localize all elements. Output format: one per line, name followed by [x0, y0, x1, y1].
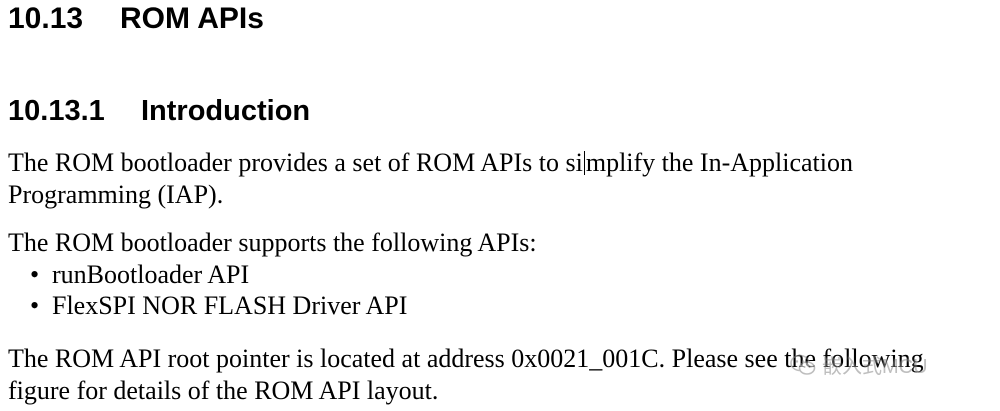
subsection-number: 10.13.1	[8, 95, 105, 127]
section-title: ROM APIs	[120, 2, 264, 35]
bullet-icon: •	[30, 291, 40, 320]
bullet-icon: •	[30, 260, 40, 289]
list-item: • runBootloader API	[30, 259, 407, 290]
api-list: • runBootloader API • FlexSPI NOR FLASH Dr…	[30, 259, 407, 321]
list-item-text: FlexSPI NOR FLASH Driver API	[52, 291, 408, 320]
section-number: 10.13	[8, 2, 84, 35]
subsection-heading: 10.13.1 Introduction	[8, 94, 310, 128]
root-pointer-paragraph: The ROM API root pointer is located at a…	[8, 343, 924, 407]
root-pointer-line2: figure for details of the ROM API layout…	[8, 376, 439, 405]
text-cursor	[583, 151, 585, 175]
intro-paragraph: The ROM bootloader provides a set of ROM…	[8, 147, 853, 211]
intro-line1-part2: mplify the In-Application	[585, 148, 854, 177]
root-pointer-line1: The ROM API root pointer is located at a…	[8, 344, 924, 373]
list-item: • FlexSPI NOR FLASH Driver API	[30, 290, 407, 321]
section-heading: 10.13 ROM APIs	[8, 2, 264, 36]
intro-line1-part1: The ROM bootloader provides a set of ROM…	[8, 148, 583, 177]
watermark: 嵌入式MCU	[790, 350, 928, 379]
watermark-text: 嵌入式MCU	[822, 356, 928, 378]
wechat-icon	[790, 354, 816, 375]
supported-apis-paragraph: The ROM bootloader supports the followin…	[8, 228, 537, 257]
list-item-text: runBootloader API	[52, 260, 250, 289]
intro-line2: Programming (IAP).	[8, 180, 224, 209]
subsection-title: Introduction	[141, 95, 311, 127]
